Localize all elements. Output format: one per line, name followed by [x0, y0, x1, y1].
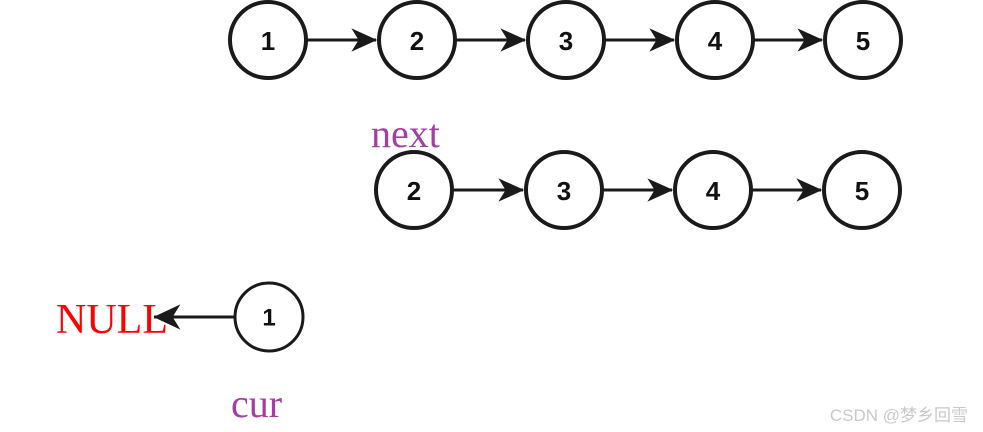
node-value-label: 5	[855, 176, 869, 206]
list-node: 5	[822, 150, 902, 230]
node-circle	[233, 281, 305, 353]
node-circle	[673, 150, 753, 230]
null-label: NULL	[56, 297, 168, 343]
list-node: 4	[675, 0, 755, 80]
node-value-label: 1	[262, 305, 275, 332]
node-circle	[377, 0, 457, 80]
list-row-cur-node: 1	[153, 281, 305, 353]
pointer-label-cur: cur	[231, 381, 282, 426]
list-node: 2	[377, 0, 457, 80]
node-circle	[822, 150, 902, 230]
node-circle	[524, 150, 604, 230]
node-value-label: 2	[410, 26, 424, 56]
list-node: 1	[228, 0, 308, 80]
node-circle	[228, 0, 308, 80]
csdn-watermark: CSDN @梦乡回雪	[830, 406, 968, 425]
node-circle	[526, 0, 606, 80]
pointer-label-next: next	[371, 111, 440, 156]
node-circle	[374, 150, 454, 230]
list-node: 3	[526, 0, 606, 80]
node-value-label: 3	[557, 176, 571, 206]
list-node: 4	[673, 150, 753, 230]
list-node: 5	[823, 0, 903, 80]
list-node: 2	[374, 150, 454, 230]
node-value-label: 5	[856, 26, 870, 56]
node-circle	[675, 0, 755, 80]
node-value-label: 4	[708, 26, 723, 56]
nodes-next-list: 2 3 4 5	[374, 150, 902, 230]
node-value-label: 3	[559, 26, 573, 56]
node-value-label: 2	[407, 176, 421, 206]
list-node: 1	[233, 281, 305, 353]
node-circle	[823, 0, 903, 80]
list-node: 3	[524, 150, 604, 230]
node-value-label: 1	[261, 26, 275, 56]
list-row-next-list: 2 3 4 5	[374, 150, 902, 230]
node-value-label: 4	[706, 176, 721, 206]
nodes-original-list: 1 2 3 4 5	[228, 0, 903, 80]
nodes-cur-node: 1	[233, 281, 305, 353]
list-row-original-list: 1 2 3 4 5	[228, 0, 903, 80]
